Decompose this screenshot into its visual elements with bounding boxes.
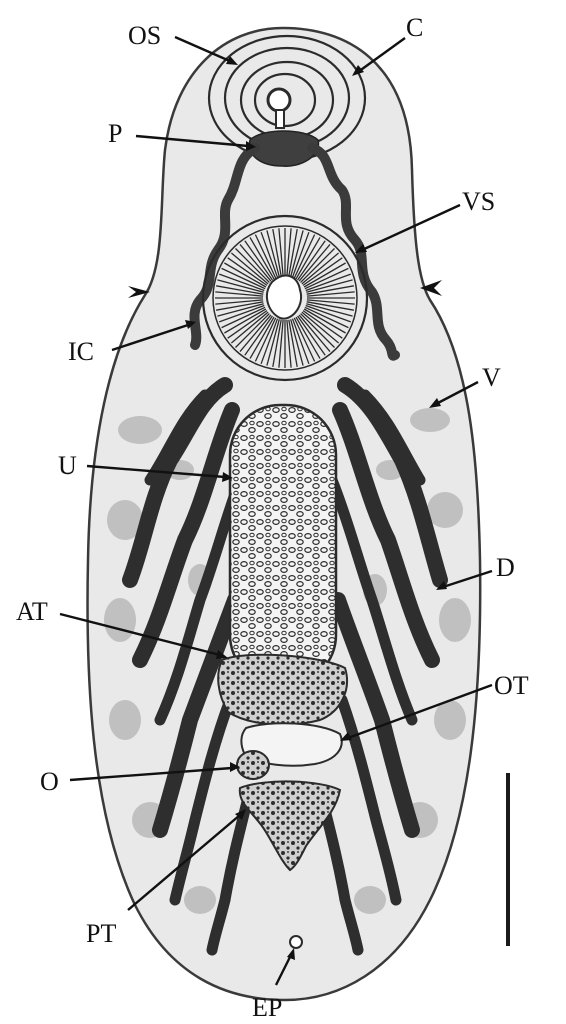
label-v: V (482, 363, 501, 392)
label-u: U (58, 451, 77, 480)
ventral-sucker (203, 216, 367, 380)
label-os: OS (128, 21, 161, 50)
label-p: P (108, 119, 122, 148)
label-vs: VS (462, 187, 495, 216)
label-pt: PT (86, 919, 116, 948)
uterus (230, 405, 336, 685)
excretory-pore (290, 936, 302, 948)
label-d: D (496, 553, 515, 582)
label-o: O (40, 767, 59, 796)
anterior-testis (218, 655, 347, 725)
label-ep: EP (252, 993, 282, 1022)
ovary (237, 751, 269, 779)
label-at: AT (16, 597, 48, 626)
label-c: C (406, 13, 423, 42)
label-ic: IC (68, 337, 94, 366)
label-ot: OT (494, 671, 529, 700)
